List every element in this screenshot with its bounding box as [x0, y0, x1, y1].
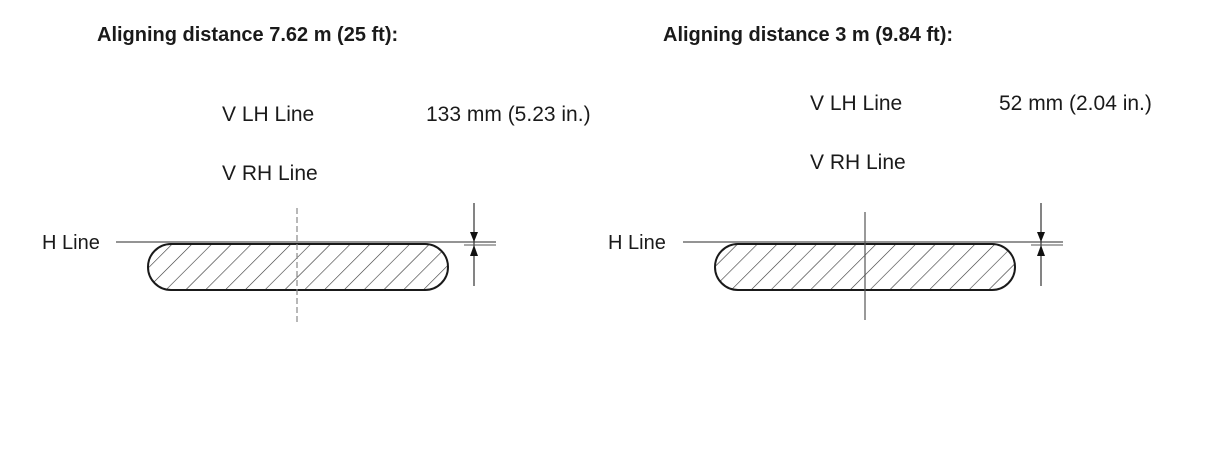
v-lh-line-label: V LH Line [810, 92, 903, 115]
h-line-label: H Line [42, 232, 100, 254]
arrow-down-icon [470, 232, 478, 242]
headlight-beam-diagram [683, 203, 1063, 320]
arrow-up-icon [470, 245, 478, 256]
v-lh-line-value: 133 mm (5.23 in.) [426, 103, 591, 126]
beam-cutoff-hatch [148, 244, 448, 290]
v-lh-line-label: V LH Line [222, 103, 315, 126]
v-rh-line-label: V RH Line [810, 151, 906, 174]
headlight-beam-diagram [116, 203, 496, 322]
aligning-panel-7-62m: Aligning distance 7.62 m (25 ft): V LH L… [42, 24, 591, 322]
panel-title: Aligning distance 7.62 m (25 ft): [97, 24, 399, 46]
v-lh-line-value: 52 mm (2.04 in.) [999, 92, 1152, 115]
arrow-up-icon [1037, 245, 1045, 256]
beam-cutoff-shape [147, 243, 449, 291]
aligning-panel-3m: Aligning distance 3 m (9.84 ft): V LH Li… [605, 0, 1210, 466]
arrow-down-icon [1037, 232, 1045, 242]
v-rh-line-label: V RH Line [222, 162, 318, 185]
h-line-label: H Line [608, 232, 666, 254]
panel-title: Aligning distance 3 m (9.84 ft): [663, 24, 954, 46]
